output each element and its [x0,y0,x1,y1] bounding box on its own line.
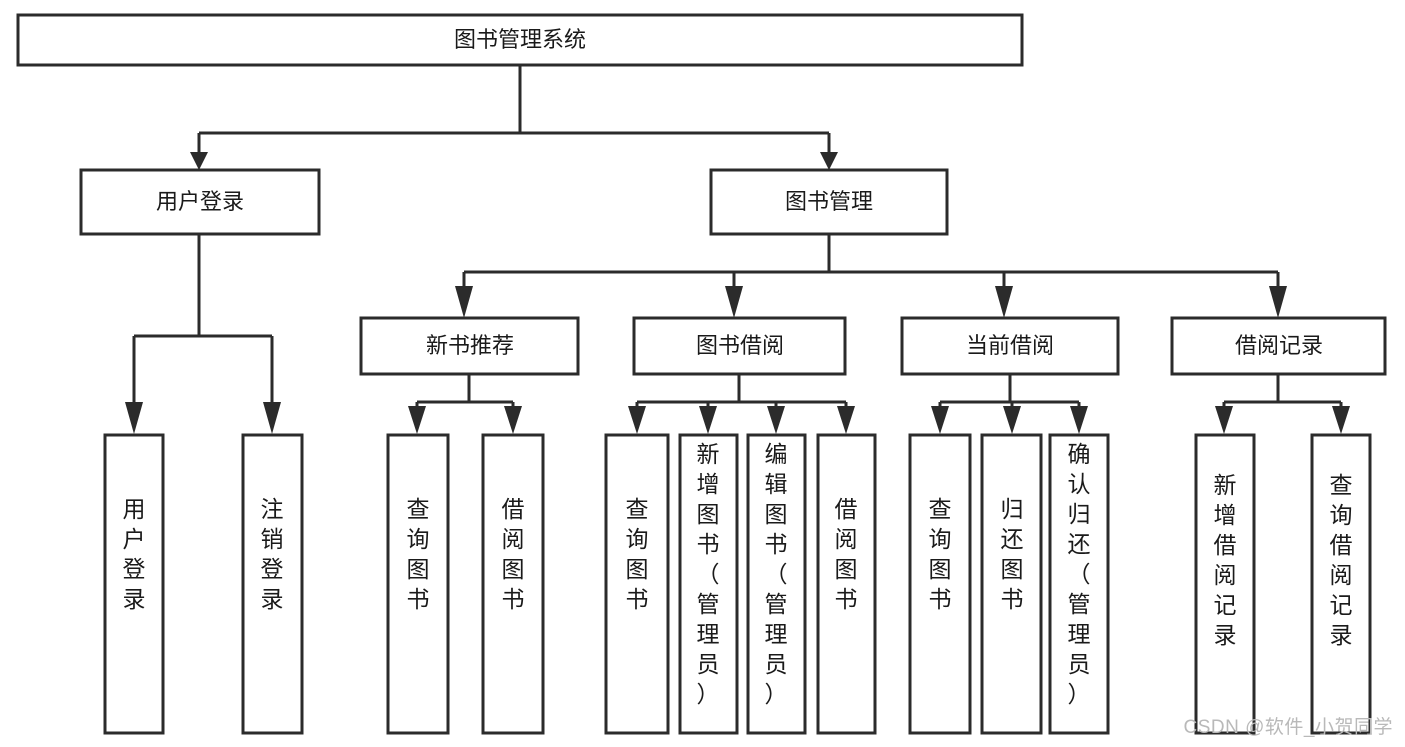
arrow-head-bb-leaf-1 [628,406,646,434]
leaf-logout-box[interactable] [241,433,304,735]
arrow-head-leaf-user-login [125,402,143,434]
node-new-book-recommend-label: 新书推荐 [426,333,514,358]
node-borrow-record[interactable]: 借阅记录 [1170,316,1387,376]
arrow-head-newbook-leaf-1 [408,406,426,434]
leaf-cb-query-book-label: 查询图书 [929,496,952,612]
leaf-cb-return-book-box[interactable] [980,433,1043,735]
leaf-br-add-record-box[interactable] [1194,433,1256,735]
arrow-head-br-leaf-2 [1332,406,1350,434]
leaf-bb-add-book[interactable]: 新增图书（管理员） [678,433,739,735]
leaf-user-login-box[interactable] [103,433,165,735]
leaf-user-login-label: 用户登录 [123,496,146,612]
leaf-br-add-record[interactable]: 新增借阅记录 [1194,433,1256,735]
arrow-head-bb-leaf-4 [837,406,855,434]
node-root-box[interactable] [16,13,1024,67]
leaf-br-add-record-label: 新增借阅记录 [1214,472,1237,648]
leaf-bb-add-book-box[interactable] [678,433,739,735]
leaf-cb-query-book-box[interactable] [908,433,972,735]
node-borrow-record-label: 借阅记录 [1235,333,1323,358]
leaf-bb-borrow-book-label: 借阅图书 [835,496,858,612]
leaf-newbook-query-book-label: 查询图书 [407,496,430,612]
node-book-manage[interactable]: 图书管理 [709,168,949,236]
arrow-head-book-manage [820,152,838,170]
leaf-newbook-borrow-book-label: 借阅图书 [502,496,525,612]
leaf-cb-confirm-return-label: 确认归还（管理员） [1068,441,1091,707]
leaf-br-query-record-label: 查询借阅记录 [1330,472,1353,648]
leaf-newbook-borrow-book-box[interactable] [481,433,545,735]
leaf-bb-edit-book-box[interactable] [746,433,807,735]
arrow-head-bb-leaf-3 [767,406,785,434]
node-current-borrow[interactable]: 当前借阅 [900,316,1120,376]
node-book-manage-box[interactable] [709,168,949,236]
arrow-head-book-borrow [725,286,743,318]
node-book-manage-label: 图书管理 [785,189,873,214]
leaf-bb-edit-book[interactable]: 编辑图书（管理员） [746,433,807,735]
node-root-label: 图书管理系统 [454,27,586,52]
leaf-bb-borrow-book-box[interactable] [816,433,877,735]
leaf-bb-query-book-box[interactable] [604,433,670,735]
node-current-borrow-box[interactable] [900,316,1120,376]
node-root[interactable]: 图书管理系统 [16,13,1024,67]
arrow-head-current-borrow [995,286,1013,318]
leaf-logout-label: 注销登录 [261,496,284,612]
leaf-cb-query-book[interactable]: 查询图书 [908,433,972,735]
leaf-cb-return-book-label: 归还图书 [1001,496,1024,612]
arrow-head-newbook-leaf-2 [504,406,522,434]
arrow-head-new-book [455,286,473,318]
leaf-br-query-record-box[interactable] [1310,433,1372,735]
arrow-head-leaf-logout [263,402,281,434]
node-user-login-box[interactable] [79,168,321,236]
arrow-head-cb-leaf-3 [1070,406,1088,434]
node-current-borrow-label: 当前借阅 [966,333,1054,358]
leaf-newbook-query-book[interactable]: 查询图书 [386,433,450,735]
connector-layer [125,65,1350,434]
node-user-login-label: 用户登录 [156,189,244,214]
node-new-book-recommend-box[interactable] [359,316,580,376]
leaf-bb-edit-book-label: 编辑图书（管理员） [765,441,788,707]
arrow-head-user-login [190,152,208,170]
leaf-bb-borrow-book[interactable]: 借阅图书 [816,433,877,735]
node-user-login[interactable]: 用户登录 [79,168,321,236]
leaf-logout[interactable]: 注销登录 [241,433,304,735]
leaf-cb-confirm-return[interactable]: 确认归还（管理员） [1048,433,1110,735]
leaf-bb-query-book[interactable]: 查询图书 [604,433,670,735]
node-new-book-recommend[interactable]: 新书推荐 [359,316,580,376]
arrow-head-borrow-record [1269,286,1287,318]
arrow-head-cb-leaf-2 [1003,406,1021,434]
node-book-borrow[interactable]: 图书借阅 [632,316,847,376]
node-borrow-record-box[interactable] [1170,316,1387,376]
leaf-cb-confirm-return-box[interactable] [1048,433,1110,735]
node-book-borrow-box[interactable] [632,316,847,376]
node-book-borrow-label: 图书借阅 [696,333,784,358]
leaf-user-login[interactable]: 用户登录 [103,433,165,735]
leaf-br-query-record[interactable]: 查询借阅记录 [1310,433,1372,735]
leaf-newbook-query-book-box[interactable] [386,433,450,735]
arrow-head-cb-leaf-1 [931,406,949,434]
leaf-bb-query-book-label: 查询图书 [626,496,649,612]
leaf-bb-add-book-label: 新增图书（管理员） [697,441,720,707]
arrow-head-bb-leaf-2 [699,406,717,434]
leaf-newbook-borrow-book[interactable]: 借阅图书 [481,433,545,735]
arrow-head-br-leaf-1 [1215,406,1233,434]
leaf-cb-return-book[interactable]: 归还图书 [980,433,1043,735]
